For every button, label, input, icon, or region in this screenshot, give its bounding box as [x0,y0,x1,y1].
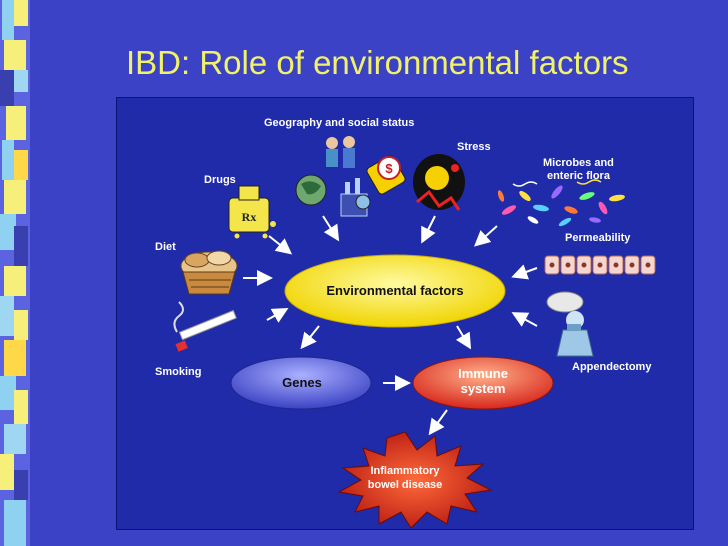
environmental-factors-ellipse [284,254,506,328]
label-immune-line2: system [460,381,506,396]
label-environmental-factors: Environmental factors [326,283,464,298]
globe-people-factory-icon: $ [295,136,406,217]
label-permeability: Permeability [565,232,631,244]
label-immune-line1: Immune [458,366,508,381]
label-outcome-line1: Inflammatory [370,465,440,477]
genes-ellipse [230,356,372,410]
label-diet: Diet [155,241,176,253]
label-appendectomy: Appendectomy [572,361,652,373]
svg-text:$: $ [385,161,393,176]
surgeon-icon [546,291,594,357]
label-microbes-line1: Microbes and [543,157,614,169]
slide-title: IBD: Role of environmental factors [126,44,629,81]
stressed-person-icon [413,154,465,211]
pill-bottle-rx-icon: Rx [228,185,276,239]
label-immune-system: Immune system [435,366,531,396]
label-stress: Stress [457,141,491,153]
label-microbes: Microbes and enteric flora [543,157,614,183]
immune-system-ellipse [412,356,554,410]
label-genes: Genes [282,375,322,390]
label-inflammatory-bowel-disease: Inflammatory bowel disease [353,464,457,492]
inflammatory-bowel-disease-burst [337,431,493,529]
svg-text:Rx: Rx [242,210,257,224]
label-drugs: Drugs [204,174,236,186]
label-smoking: Smoking [155,366,202,378]
diagram-graphics: Rx $ [173,136,656,529]
diagram-panel: Rx $ [116,97,694,530]
cigarette-icon [173,301,237,352]
label-microbes-line2: enteric flora [546,170,610,182]
intestinal-cells-icon [544,255,656,275]
bacteria-icon [497,179,625,227]
label-outcome-line2: bowel disease [367,479,443,491]
decorative-stripes [0,0,30,546]
arrows [243,215,538,436]
bread-basket-icon [180,250,238,295]
label-geography: Geography and social status [264,117,415,129]
